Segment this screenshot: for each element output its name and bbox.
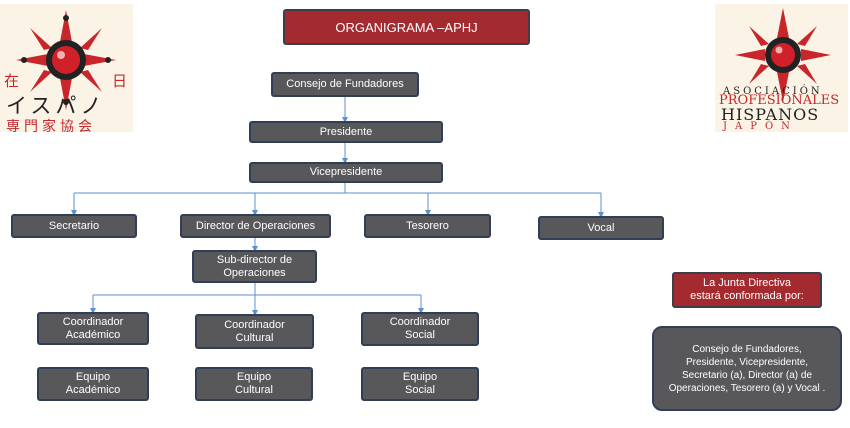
node-tesorero: Tesorero: [364, 214, 491, 238]
logo-right: ASOCIACIÓN PROFESIONALES HISPANOS JAPÓN: [715, 4, 848, 132]
compass-emblem-icon: [16, 10, 116, 110]
node-coordinador-cultural: Coordinador Cultural: [195, 314, 314, 349]
logo-right-line3: HISPANOS: [721, 105, 820, 124]
node-coordinador-social: Coordinador Social: [361, 312, 479, 346]
logo-left-char-right: 日: [112, 72, 128, 90]
logo-right-line2: PROFESIONALES: [719, 93, 840, 108]
junta-heading: La Junta Directiva estará conformada por…: [672, 272, 822, 308]
node-director-de-operaciones: Director de Operaciones: [180, 214, 331, 238]
junta-description: Consejo de Fundadores, Presidente, Vicep…: [652, 326, 842, 411]
page-title: ORGANIGRAMA –APHJ: [283, 9, 530, 45]
node-secretario: Secretario: [11, 214, 137, 238]
node-sub-director-de-operaciones: Sub-director de Operaciones: [192, 250, 317, 283]
node-vocal: Vocal: [538, 216, 664, 240]
logo-left-kanji: 専門家協会: [6, 119, 96, 135]
logo-right-line4: JAPÓN: [723, 121, 798, 132]
logo-right-line1: ASOCIACIÓN: [723, 86, 823, 97]
node-consejo-de-fundadores: Consejo de Fundadores: [271, 72, 419, 97]
node-coordinador-academico: Coordinador Académico: [37, 312, 149, 345]
logo-left: 在 日 イスパノ 専門家協会: [0, 4, 133, 135]
node-equipo-academico: Equipo Académico: [37, 367, 149, 401]
logo-left-katakana: イスパノ: [6, 94, 106, 118]
node-equipo-social: Equipo Social: [361, 367, 479, 401]
node-presidente: Presidente: [249, 121, 443, 143]
node-vicepresidente: Vicepresidente: [249, 162, 443, 183]
compass-emblem-icon: [735, 8, 831, 102]
node-equipo-cultural: Equipo Cultural: [195, 367, 313, 401]
logo-left-char-left: 在: [4, 72, 20, 90]
